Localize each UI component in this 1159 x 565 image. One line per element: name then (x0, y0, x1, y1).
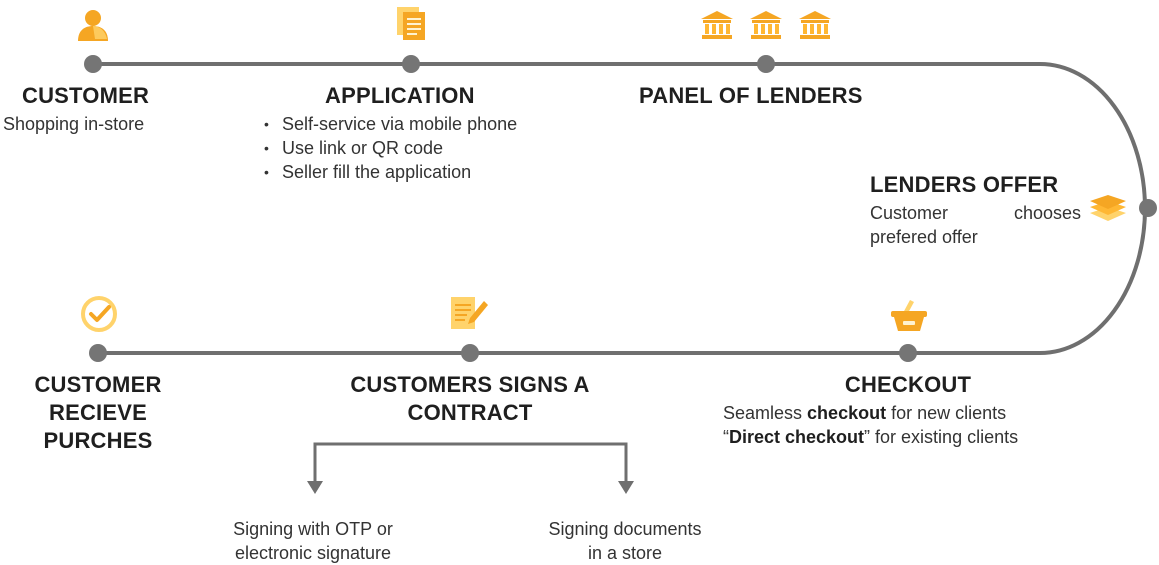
layers-icon (1090, 195, 1126, 221)
contract-title: CUSTOMERS SIGNS A CONTRACT (320, 371, 620, 427)
offer-description-line1: Customer chooses (870, 201, 1081, 225)
contract-option-line: Signing documents (548, 519, 702, 539)
application-bullet: Use link or QR code (260, 136, 517, 160)
checkout-bold-text: Direct checkout (729, 427, 865, 447)
contract-option-line: in a store (587, 543, 663, 563)
application-bullets: Self-service via mobile phone Use link o… (260, 112, 517, 184)
bank-icon (799, 11, 831, 39)
checkout-bold-text: checkout (807, 403, 887, 423)
offer-title: LENDERS OFFER (870, 172, 1059, 197)
checkout-title: CHECKOUT (844, 372, 972, 397)
contract-option-line: electronic signature (234, 543, 392, 563)
check-circle-icon (81, 296, 117, 332)
contract-branch (313, 442, 628, 484)
node-customer (84, 55, 102, 73)
receive-title-line: PURCHES (43, 428, 153, 453)
contract-title-line: CUSTOMERS SIGNS A (350, 372, 590, 397)
receive-title-line: CUSTOMER (34, 372, 162, 397)
lenders-title: PANEL OF LENDERS (639, 83, 863, 108)
contract-title-line: CONTRACT (407, 400, 533, 425)
checkout-line2: “Direct checkout” for existing clients (723, 425, 1018, 449)
bank-icon (750, 11, 782, 39)
node-lenders (757, 55, 775, 73)
application-bullet: Self-service via mobile phone (260, 112, 517, 136)
bank-icon (701, 11, 733, 39)
checkout-text: Seamless (723, 403, 808, 423)
person-icon (78, 10, 108, 41)
branch-arrow-left (307, 481, 323, 494)
customer-title: CUSTOMER (22, 83, 150, 108)
node-application (402, 55, 420, 73)
node-offer (1139, 199, 1157, 217)
node-checkout (899, 344, 917, 362)
application-title: APPLICATION (325, 83, 475, 108)
contract-option-line: Signing with OTP or (233, 519, 393, 539)
contract-option-left: Signing with OTP or electronic signature (203, 517, 423, 565)
offer-desc-word: chooses (1013, 203, 1081, 223)
offer-description-line2: prefered offer (870, 227, 978, 247)
receive-title-line: RECIEVE (49, 400, 147, 425)
checkout-text: ” for existing clients (864, 427, 1019, 447)
receive-title: CUSTOMER RECIEVE PURCHES (18, 371, 178, 455)
node-receive (89, 344, 107, 362)
checkout-text: “ (723, 427, 729, 447)
document-icon (397, 7, 425, 40)
contract-option-right: Signing documents in a store (515, 517, 735, 565)
offer-desc-word: Customer (870, 203, 949, 223)
bank-icons (700, 10, 835, 40)
checkout-line1: Seamless checkout for new clients (723, 401, 1006, 425)
edit-document-icon (451, 297, 488, 329)
branch-arrow-right (618, 481, 634, 494)
application-bullet: Seller fill the application (260, 160, 517, 184)
customer-description: Shopping in-store (3, 114, 145, 134)
basket-icon (891, 300, 927, 331)
checkout-text: for new clients (886, 403, 1007, 423)
node-contract (461, 344, 479, 362)
